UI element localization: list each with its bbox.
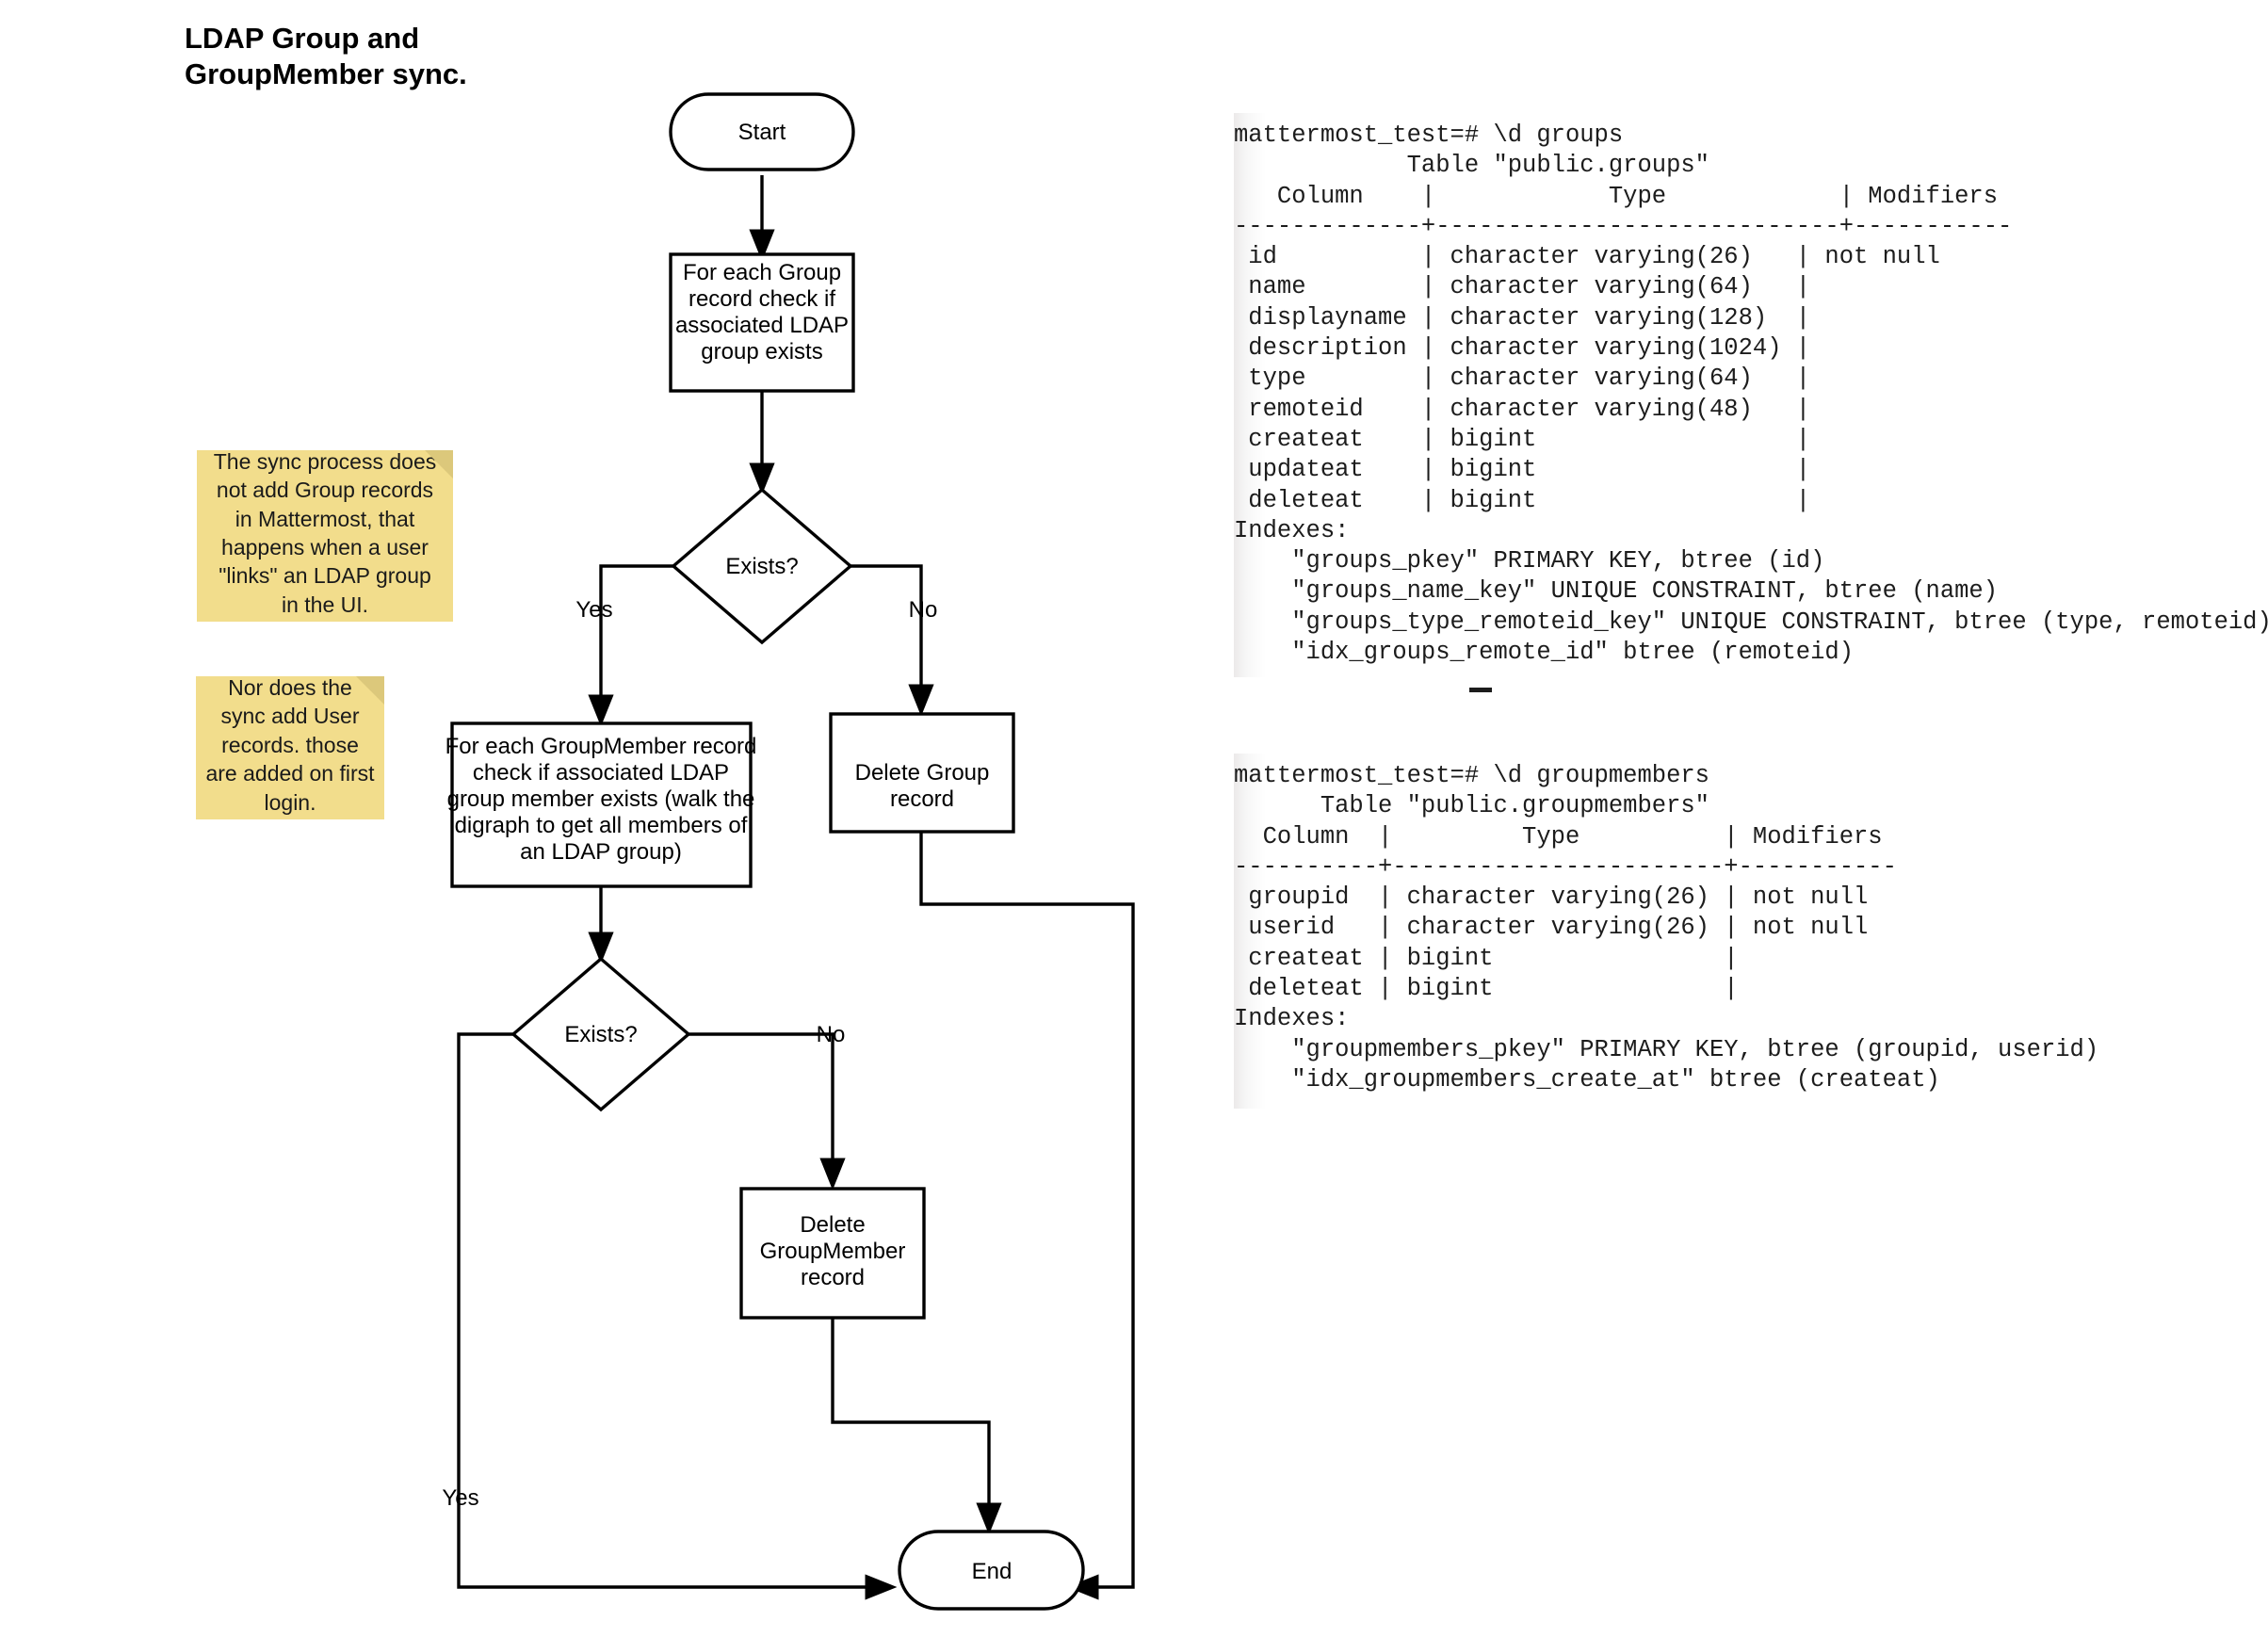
terminal-output-groups: mattermost_test=# \d groups Table "publi… bbox=[1234, 113, 2268, 678]
terminal-output-groupmembers: mattermost_test=# \d groupmembers Table … bbox=[1234, 754, 2098, 1110]
node-delete-group[interactable] bbox=[829, 712, 1015, 834]
node-start-label: Start bbox=[738, 120, 786, 145]
note-fold-corner-icon bbox=[356, 676, 384, 705]
sticky-note-user-records: Nor does the sync add User records. thos… bbox=[196, 675, 384, 819]
edge-exists2-no bbox=[688, 1032, 846, 1191]
note-fold-corner-icon bbox=[425, 450, 453, 478]
node-delete-groupmember[interactable] bbox=[739, 1187, 926, 1320]
edge-delete-group-to-end bbox=[919, 832, 1135, 1600]
node-exists-2[interactable] bbox=[510, 956, 691, 1112]
edge-exists1-yes bbox=[588, 564, 673, 727]
edge-exists1-no bbox=[850, 564, 934, 717]
node-end-label: End bbox=[972, 1559, 1012, 1584]
node-check-group[interactable] bbox=[669, 252, 855, 393]
node-end[interactable] bbox=[898, 1530, 1085, 1611]
node-check-groupmember[interactable] bbox=[450, 721, 753, 888]
node-exists-2-label: Exists? bbox=[564, 1022, 637, 1047]
node-exists-1[interactable] bbox=[671, 487, 853, 645]
edge-label-yes-1: Yes bbox=[575, 597, 612, 623]
edge-label-no-1: No bbox=[909, 597, 938, 623]
node-start[interactable] bbox=[669, 92, 855, 171]
sticky-note-user-records-text: Nor does the sync add User records. thos… bbox=[205, 675, 375, 815]
node-exists-1-label: Exists? bbox=[725, 554, 798, 579]
sticky-note-group-records-text: The sync process does not add Group reco… bbox=[213, 448, 437, 617]
edge-delete-gm-to-end bbox=[831, 1319, 1002, 1535]
edge-exists2-yes bbox=[457, 1032, 898, 1600]
terminal-cursor-icon bbox=[1469, 688, 1492, 692]
edge-label-no-2: No bbox=[817, 1022, 846, 1047]
page-title: LDAP Group and GroupMember sync. bbox=[185, 22, 467, 90]
edge-label-yes-2: Yes bbox=[442, 1485, 478, 1511]
sticky-note-group-records: The sync process does not add Group reco… bbox=[197, 448, 453, 622]
